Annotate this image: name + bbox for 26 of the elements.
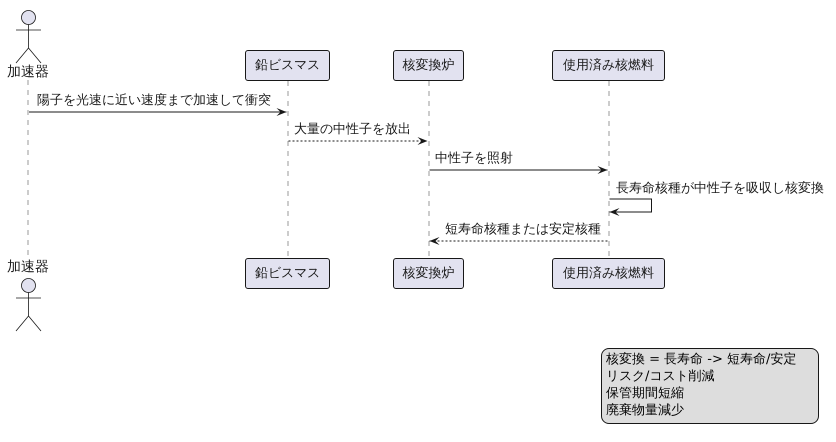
- participant-box: 使用済み核燃料: [552, 50, 665, 81]
- participant-box: 使用済み核燃料: [552, 258, 665, 289]
- message-label: 大量の中性子を放出: [294, 122, 411, 138]
- message-arrow: [429, 237, 608, 245]
- participant-box: 鉛ビスマス: [245, 50, 330, 81]
- actor-label: 加速器: [7, 259, 49, 275]
- message-arrow: [28, 108, 287, 116]
- message-label: 陽子を光速に近い速度まで加速して衝突: [37, 93, 271, 109]
- message-arrow: [429, 166, 608, 174]
- message-label: 短寿命核種または安定核種: [445, 222, 601, 238]
- note-text: 廃棄物量減少: [606, 402, 685, 419]
- note-text: 核変換 = 長寿命 -> 短寿命/安定: [606, 351, 798, 368]
- message-label: 長寿命核種が中性子を吸収し核変換: [616, 181, 824, 197]
- participant-box: 核変換炉: [393, 258, 464, 289]
- lifeline: [428, 81, 430, 258]
- message-label: 中性子を照射: [435, 151, 513, 167]
- message-arrow: [288, 137, 428, 145]
- participant-box: 鉛ビスマス: [245, 258, 330, 289]
- note-text: リスク/コスト削減: [606, 368, 716, 385]
- participant-box: 核変換炉: [393, 50, 464, 81]
- note-box: [601, 348, 819, 424]
- lifeline: [608, 81, 610, 258]
- message-arrow: [609, 198, 652, 216]
- lifeline: [286, 81, 288, 258]
- actor-label: 加速器: [7, 64, 49, 80]
- note-text: 保管期間短縮: [606, 385, 685, 402]
